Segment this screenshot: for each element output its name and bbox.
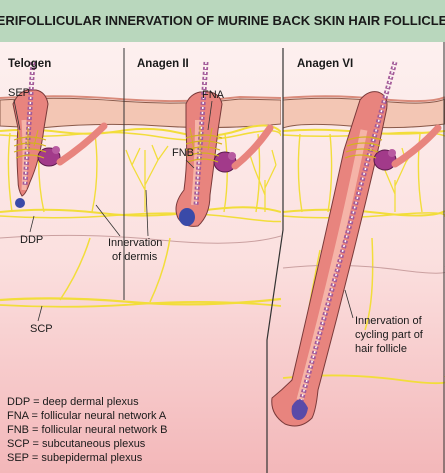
legend: DDP = deep dermal plexus FNA = follicula… (7, 396, 167, 464)
label-fna: FNA (202, 89, 225, 101)
stage-label-anagen-vi: Anagen VI (297, 58, 353, 70)
anagen-ii-follicle (175, 61, 274, 227)
telogen-follicle (12, 61, 108, 208)
legend-item: DDP = deep dermal plexus (7, 396, 139, 408)
label-innervation-cycling-line1: Innervation of (355, 315, 423, 327)
diagram-title: PERIFOLLICULAR INNERVATION OF MURINE BAC… (0, 13, 445, 28)
legend-item: SCP = subcutaneous plexus (7, 438, 146, 450)
stage-label-telogen: Telogen (8, 58, 51, 70)
divider-anagen-vi (266, 48, 284, 473)
label-innervation-cycling-line3: hair follicle (355, 343, 407, 355)
anagen-vi-follicle (271, 61, 442, 427)
label-ddp: DDP (20, 234, 43, 246)
label-fnb: FNB (172, 147, 194, 159)
legend-item: SEP = subepidermal plexus (7, 452, 143, 464)
label-innervation-cycling-line2: cycling part of (355, 329, 424, 341)
stage-label-anagen-ii: Anagen II (137, 58, 189, 70)
header-band (0, 0, 445, 42)
label-scp: SCP (30, 323, 53, 335)
panel-telogen-anagen-ii (0, 61, 281, 308)
label-sep: SEP (8, 87, 30, 99)
legend-item: FNB = follicular neural network B (7, 424, 167, 436)
label-innervation-dermis-line1: Innervation (108, 237, 162, 249)
legend-item: FNA = follicular neural network A (7, 410, 167, 422)
label-innervation-dermis-line2: of dermis (112, 251, 158, 263)
panel-anagen-vi (271, 61, 445, 427)
